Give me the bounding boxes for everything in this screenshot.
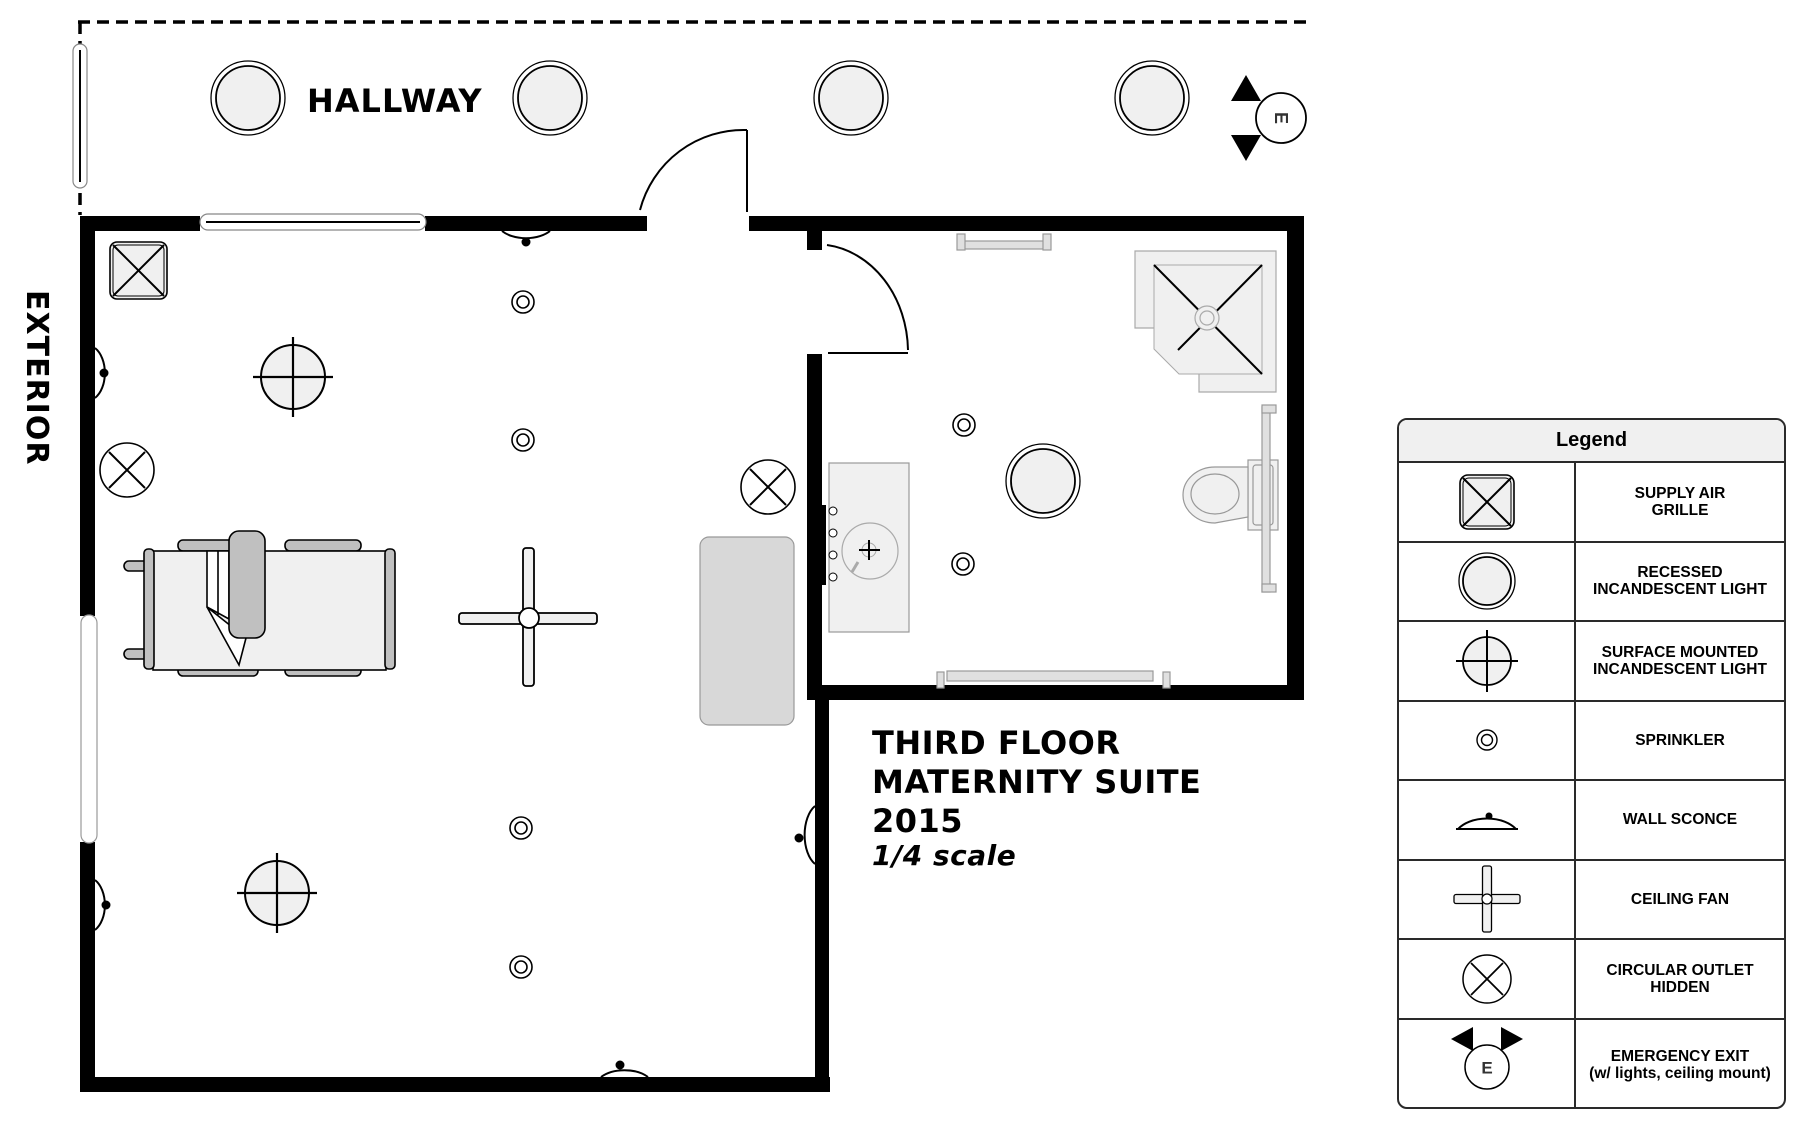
legend-label: SURFACE MOUNTED INCANDESCENT LIGHT	[1593, 643, 1767, 678]
plan-title: THIRD FLOOR MATERNITY SUITE 2015 1/4 sca…	[872, 724, 1201, 871]
legend-label: SPRINKLER	[1635, 731, 1725, 749]
legend-row: CEILING FAN	[1399, 860, 1784, 940]
entrance-door	[639, 128, 748, 212]
top-window	[199, 213, 427, 231]
hallway-recessed-light-icon	[512, 60, 588, 136]
bathroom-recessed-light-icon	[1005, 443, 1081, 519]
circular-outlet-icon	[740, 459, 796, 515]
wall-sconce-icon	[94, 879, 111, 931]
legend-row: SPRINKLER	[1399, 701, 1784, 781]
sprinkler-icon	[1475, 729, 1498, 751]
sprinkler-icon	[509, 955, 533, 979]
legend-row: E EMERGENCY EXIT (w/ lights, ceiling mou…	[1399, 1019, 1784, 1107]
hallway-recessed-light-icon	[1114, 60, 1190, 136]
legend-label: WALL SCONCE	[1622, 811, 1738, 829]
title-scale: 1/4 scale	[872, 839, 1017, 872]
sprinkler-icon	[952, 413, 976, 437]
legend-label: CEILING FAN	[1630, 890, 1730, 908]
title-year: 2015	[872, 802, 964, 840]
towel-bar-bottom	[936, 670, 1171, 689]
ceiling-fan-icon	[458, 547, 598, 687]
vanity-sink	[820, 462, 910, 633]
title-line-1: THIRD FLOOR	[872, 724, 1121, 762]
legend-row: CIRCULAR OUTLET HIDDEN	[1399, 940, 1784, 1020]
hallway-recessed-light-icon	[210, 60, 286, 136]
legend-label: EMERGENCY EXIT (w/ lights, ceiling mount…	[1589, 1047, 1771, 1082]
wall-sconce-icon	[501, 230, 551, 247]
recessed-light-icon	[1457, 552, 1516, 610]
supply-air-grille-icon	[109, 241, 168, 300]
shower	[1134, 250, 1277, 393]
hallway-window	[72, 43, 88, 189]
legend-label: RECESSED INCANDESCENT LIGHT	[1593, 564, 1767, 599]
circular-outlet-icon	[1461, 954, 1512, 1004]
hallway-recessed-light-icon	[813, 60, 889, 136]
sprinkler-icon	[509, 816, 533, 840]
left-window	[80, 614, 98, 844]
legend-title: Legend	[1399, 420, 1784, 463]
sprinkler-icon	[511, 290, 535, 314]
title-line-2: MATERNITY SUITE	[872, 763, 1202, 801]
walls	[80, 216, 1304, 1092]
surface-light-icon	[235, 851, 319, 935]
emergency-exit-icon: E	[1450, 1026, 1523, 1090]
wall-sconce-icon	[794, 805, 816, 865]
towel-bar-top	[956, 233, 1052, 251]
hallway-emergency-exit-icon: E	[1231, 75, 1307, 161]
surface-light-icon	[251, 335, 335, 419]
supply-air-grille-icon	[1458, 473, 1515, 530]
sprinkler-icon	[511, 428, 535, 452]
svg-text:E: E	[1481, 1058, 1492, 1077]
circular-outlet-icon	[99, 442, 155, 498]
legend-label: SUPPLY AIR GRILLE	[1634, 484, 1726, 519]
wall-sconce-icon	[94, 347, 109, 399]
sprinkler-icon	[951, 552, 975, 576]
hospital-bed	[123, 530, 396, 677]
bathroom-door	[826, 244, 909, 354]
exterior-label: EXTERIOR	[19, 290, 54, 465]
couch	[699, 536, 795, 726]
legend-row: SURFACE MOUNTED INCANDESCENT LIGHT	[1399, 622, 1784, 702]
surface-light-icon	[1455, 629, 1518, 692]
legend-label: CIRCULAR OUTLET HIDDEN	[1606, 961, 1754, 996]
legend: Legend SUPPLY AIR GRILLE RECESSED INCAND…	[1397, 418, 1786, 1109]
legend-row: SUPPLY AIR GRILLE	[1399, 463, 1784, 543]
hallway-label: HALLWAY	[307, 82, 483, 120]
legend-row: RECESSED INCANDESCENT LIGHT	[1399, 542, 1784, 622]
legend-row: WALL SCONCE	[1399, 781, 1784, 861]
wall-sconce-icon	[600, 1060, 649, 1078]
svg-text:E: E	[1271, 112, 1291, 124]
grab-bar	[1261, 404, 1277, 593]
wall-sconce-icon	[1455, 812, 1518, 830]
ceiling-fan-icon	[1452, 865, 1521, 933]
